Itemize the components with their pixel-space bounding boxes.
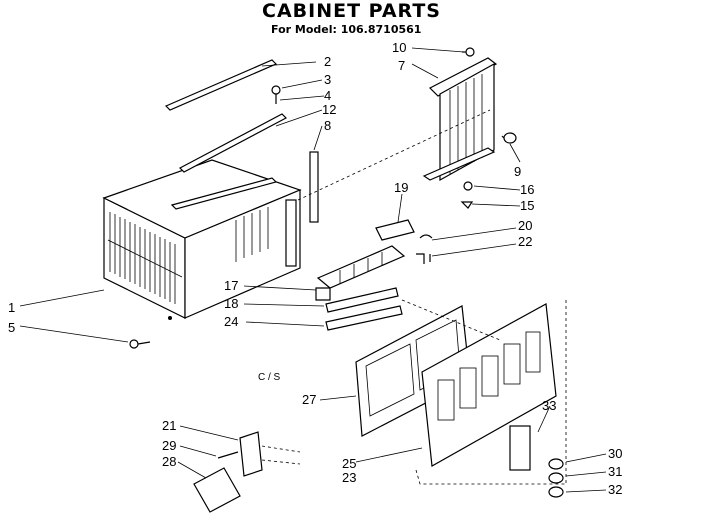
callout-8: 8 [324,118,331,133]
callout-12: 12 [322,102,336,117]
page-title: CABINET PARTS [262,0,441,22]
seal-strip [309,151,319,223]
base-pan-assembly [315,245,406,331]
callout-25: 25 [342,456,356,471]
callout-17: 17 [224,278,238,293]
callout-32: 32 [608,482,622,497]
mounting-plate [193,467,241,513]
callout-7: 7 [398,58,405,73]
callout-20: 20 [518,218,532,233]
control-knobs [548,458,564,498]
callout-2: 2 [324,54,331,69]
support-rail [170,177,278,210]
side-curtain-panel [422,57,498,182]
callout-31: 31 [608,464,622,479]
washer-icon [460,201,474,209]
callout-29: 29 [162,438,176,453]
top-rail [164,59,278,111]
cabinet-shell [102,159,302,320]
clip-20 [419,234,433,239]
callout-27: 27 [302,392,316,407]
callout-9: 9 [514,164,521,179]
bracket-19 [375,219,415,241]
knob-icon [501,132,517,144]
callout-33: 33 [542,398,556,413]
callout-18: 18 [224,296,238,311]
screw-icon [129,339,151,349]
pin-icon [217,451,239,459]
screw-icon [462,47,475,57]
callout-21: 21 [162,418,176,433]
callout-5: 5 [8,320,15,335]
callout-22: 22 [518,234,532,249]
model-number: For Model: 106.8710561 [271,23,421,36]
assembly-guides [261,109,567,485]
callout-23: 23 [342,470,356,485]
cs-note: C / S [258,372,281,383]
callout-28: 28 [162,454,176,469]
callout-10: 10 [392,40,406,55]
front-grille [421,303,557,471]
callout-16: 16 [520,182,534,197]
callout-15: 15 [520,198,534,213]
screw-icon [271,85,281,104]
callout-19: 19 [394,180,408,195]
bolt-icon [463,181,473,191]
callout-1: 1 [8,300,15,315]
mounting-bracket [239,431,263,477]
rail-12 [179,113,287,173]
callout-30: 30 [608,446,622,461]
callout-4: 4 [324,88,331,103]
callout-labels: 1 5 2 3 4 12 8 10 7 9 16 15 19 20 22 17 … [8,40,622,497]
leader-lines [19,47,607,493]
callout-24: 24 [224,314,238,329]
callout-3: 3 [324,72,331,87]
clip-22 [416,253,431,264]
